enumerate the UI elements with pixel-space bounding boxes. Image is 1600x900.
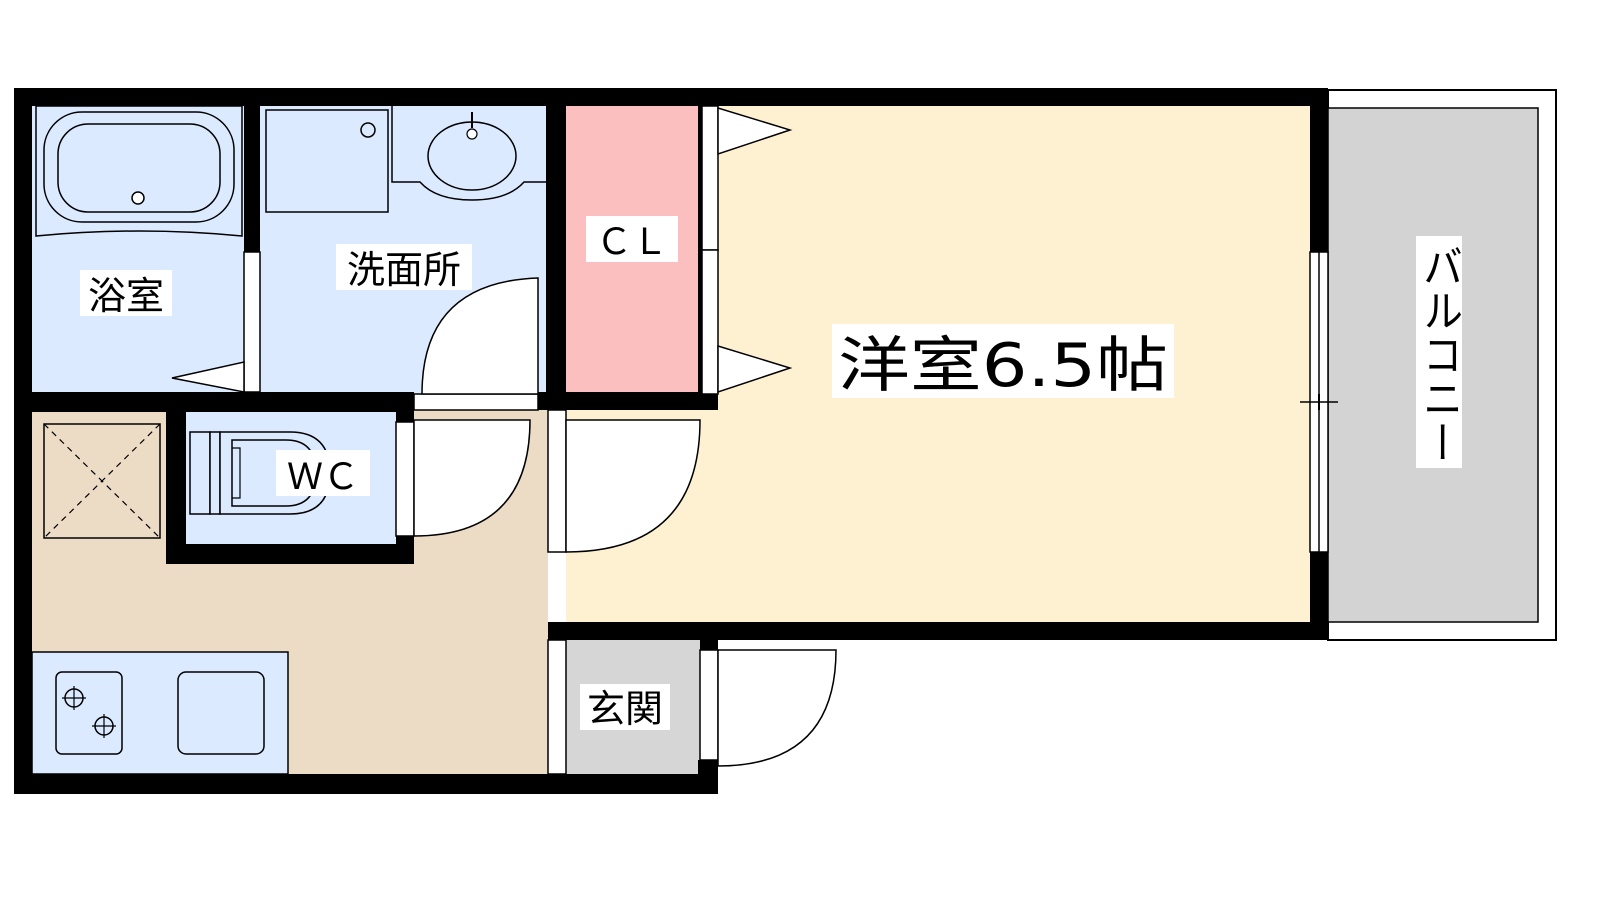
washbasin-icon <box>391 106 546 201</box>
room-label-washroom: 洗面所 <box>347 248 461 292</box>
stove-icon <box>55 671 123 755</box>
room-label-balcony: バルコニー <box>1416 244 1462 464</box>
entrance-door[interactable] <box>717 649 837 767</box>
washroom-door[interactable] <box>421 277 539 395</box>
bathtub-icon <box>35 105 243 237</box>
closet-door-upper[interactable] <box>717 106 793 156</box>
room-label-western: 洋室6.5帖 <box>838 331 1168 401</box>
wc-door[interactable] <box>413 419 531 537</box>
room-label-wc: ＷＣ <box>287 457 359 498</box>
fridge-space-icon <box>43 423 161 539</box>
room-label-bath: 浴室 <box>88 274 164 318</box>
sink-icon <box>177 671 265 755</box>
bath-door[interactable] <box>171 361 245 393</box>
walls <box>14 88 1328 794</box>
washing-machine-icon <box>265 109 389 213</box>
room-label-closet: ＣＬ <box>596 222 668 263</box>
room-label-entrance: 玄関 <box>587 687 663 731</box>
western-room-door[interactable] <box>565 419 701 553</box>
closet-door-lower[interactable] <box>717 344 793 394</box>
